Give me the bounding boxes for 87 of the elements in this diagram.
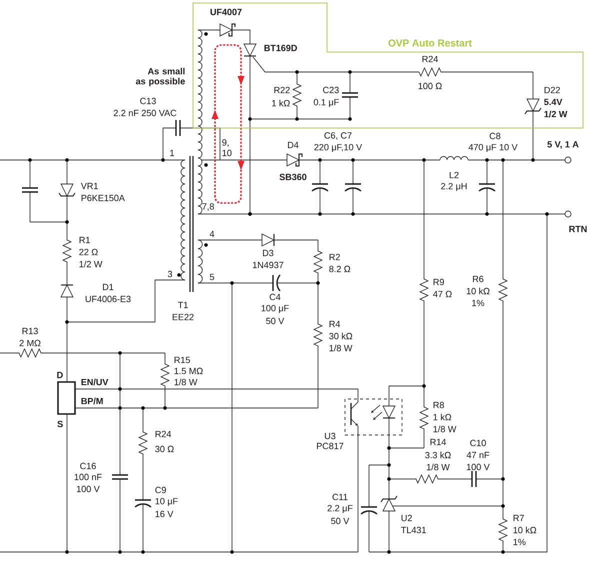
part-label: 1N4937 (252, 262, 284, 268)
part-label: R1 (80, 236, 90, 244)
part-label: 1/8 W (426, 464, 450, 470)
part-label: 5.4V (544, 98, 562, 106)
part-label: D1 (103, 284, 114, 290)
part-label: 2.2 μF (328, 504, 352, 513)
pin-label: 7,8 (202, 203, 214, 211)
part-label: 220 μF,10 V (314, 144, 362, 152)
part-label: C23 (323, 86, 339, 94)
pin-label: D (57, 372, 63, 378)
part-label: P6KE150A (82, 194, 125, 202)
part-label: R8 (434, 402, 444, 408)
pin-label: 9, (222, 139, 229, 147)
part-label: C11 (332, 494, 348, 500)
part-label: 1 kΩ (434, 414, 452, 420)
part-label: 1/8 W (434, 426, 456, 432)
part-label: T1 (178, 302, 188, 308)
part-label: 47 nF (466, 452, 490, 458)
part-label: C10 (470, 440, 486, 446)
part-label: 2.2 nF 250 VAC (114, 110, 176, 116)
part-label: 22 Ω (79, 248, 98, 256)
part-label: 100 V (466, 464, 490, 470)
pin-label: 4 (210, 230, 214, 238)
part-label: R24 (156, 430, 172, 438)
part-label: C4 (270, 294, 280, 300)
part-label: EE22 (172, 314, 194, 320)
part-label: R9 (434, 278, 444, 286)
part-label: 8.2 Ω (329, 266, 350, 272)
part-label: TL431 (401, 526, 426, 534)
part-label: 1/8 W (174, 378, 198, 386)
part-label: R6 (472, 276, 484, 282)
part-label: R22 (274, 86, 290, 94)
part-label: UF4007 (210, 8, 242, 16)
part-label: U3 PC817 (316, 432, 344, 450)
part-label: 1/8 W (330, 344, 352, 352)
part-label: 1/2 W (80, 260, 102, 268)
part-label: D22 (544, 86, 560, 94)
part-label: D3 (263, 250, 274, 256)
part-label: 100 V (76, 486, 100, 492)
part-label: 1/2 W (544, 110, 568, 118)
part-label: 470 μF 10 V (468, 144, 518, 152)
pin-label: 1 (170, 150, 174, 156)
part-label: UF4006-E3 (86, 296, 131, 302)
part-label: 16 V (156, 510, 174, 518)
part-label: R4 (330, 320, 340, 328)
part-label: R7 (514, 514, 524, 522)
part-label: 1% (514, 538, 526, 546)
terminal-label: RTN (569, 226, 587, 232)
pin-label: 10 (222, 150, 232, 156)
pin-label: 3 (168, 270, 172, 278)
part-label: R2 (330, 254, 340, 260)
part-label: R24 (422, 56, 438, 62)
part-label: D4 (288, 142, 298, 148)
part-label: 100 nF (74, 474, 102, 480)
part-label: 10 kΩ (514, 526, 536, 534)
part-label: 30 kΩ (329, 332, 352, 340)
part-label: 2.2 μH (441, 182, 467, 191)
part-label: BT169D (264, 44, 297, 52)
pin-label: EN/UV (81, 378, 108, 386)
part-label: R14 (430, 438, 446, 446)
part-label: 30 Ω (155, 446, 174, 452)
part-label: U2 (402, 514, 412, 522)
part-label: 47 Ω (433, 290, 452, 298)
terminal-label: 5 V, 1 A (547, 141, 579, 149)
part-label: 100 Ω (418, 82, 442, 90)
part-label: 50 V (266, 318, 284, 324)
pin-label: 5 (210, 274, 214, 280)
part-label: 50 V (331, 518, 350, 524)
part-label: 2 MΩ (20, 340, 40, 346)
part-label: R13 (22, 328, 38, 334)
part-label: C9 (155, 486, 166, 494)
part-label: C13 (140, 98, 156, 104)
pin-label: BP/M (81, 398, 103, 404)
part-label: VR1 (80, 182, 98, 190)
part-label: 1% (472, 300, 484, 306)
part-label: L2 (450, 172, 459, 178)
part-label: 3.3 kΩ (425, 452, 451, 458)
pin-label: S (57, 420, 63, 428)
part-label: 10 kΩ (466, 288, 490, 294)
part-label: 1 kΩ (272, 100, 290, 106)
part-label: 10 μF (156, 498, 178, 506)
part-label: 1.5 MΩ (174, 368, 203, 374)
part-label: R15 (174, 356, 190, 364)
part-label: SB360 (280, 174, 306, 180)
part-label: 100 μF (262, 304, 289, 313)
part-label: 0.1 μF (314, 98, 339, 107)
part-label: C16 (80, 462, 96, 470)
